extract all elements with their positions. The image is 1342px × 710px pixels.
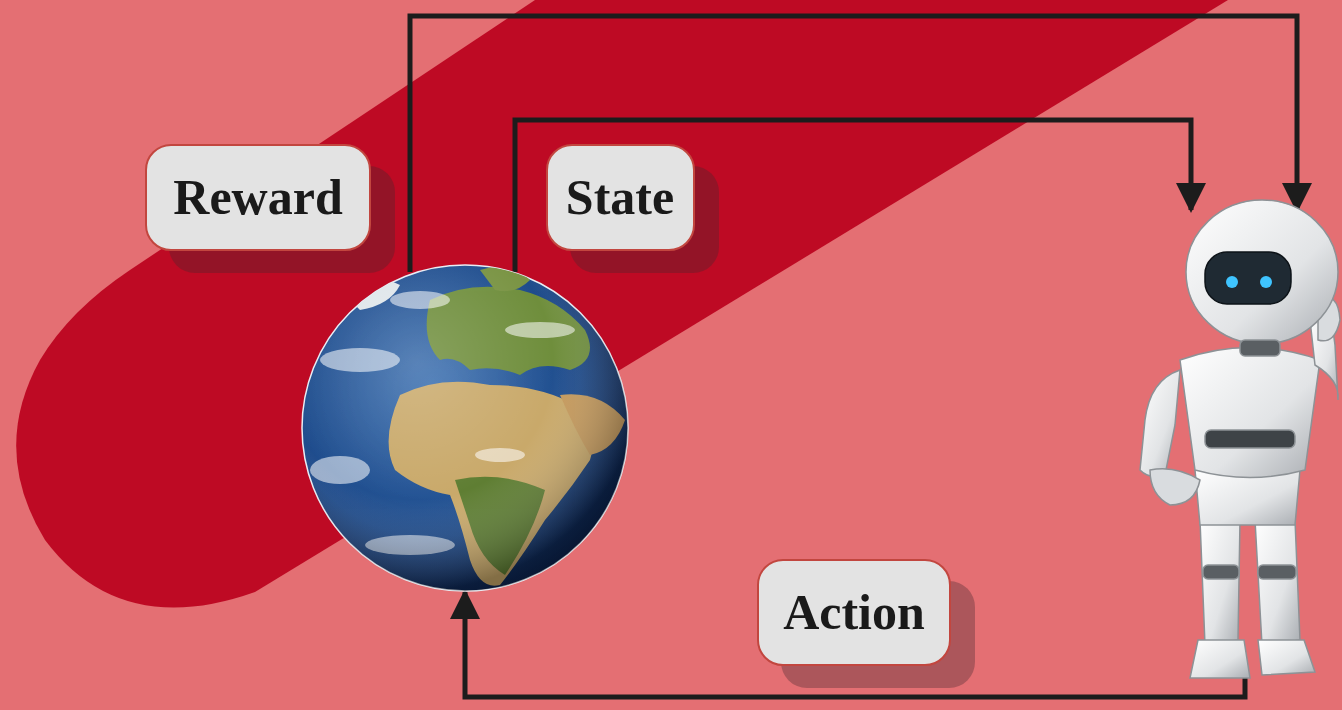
globe-ocean xyxy=(302,265,628,591)
robot-hand xyxy=(1150,469,1200,505)
label-text: Action xyxy=(783,585,925,640)
robot-pelvis xyxy=(1195,470,1300,525)
reward-line xyxy=(410,16,1297,272)
label-box: Reward xyxy=(145,144,371,251)
robot-eye xyxy=(1226,276,1238,288)
robot-leg xyxy=(1255,520,1300,645)
robot-figure xyxy=(1140,200,1340,678)
globe-shade xyxy=(302,265,628,591)
label-box: State xyxy=(546,144,695,251)
robot-knee xyxy=(1258,565,1296,579)
robot-waist xyxy=(1205,430,1295,448)
label-box: Action xyxy=(757,559,951,666)
robot-torso xyxy=(1180,348,1320,478)
robot-neck xyxy=(1240,340,1280,356)
robot-arm xyxy=(1140,370,1180,477)
robot-foot xyxy=(1190,640,1250,678)
state-line xyxy=(515,120,1191,272)
label-text: State xyxy=(566,170,674,225)
robot-leg xyxy=(1200,520,1240,645)
robot-visor xyxy=(1205,252,1291,304)
label-text: Reward xyxy=(173,170,342,225)
robot-eye xyxy=(1260,276,1272,288)
robot-knee xyxy=(1203,565,1239,579)
background-band xyxy=(16,0,1228,608)
robot-head xyxy=(1186,200,1338,344)
earth-globe xyxy=(302,265,628,591)
robot-foot xyxy=(1258,640,1315,675)
